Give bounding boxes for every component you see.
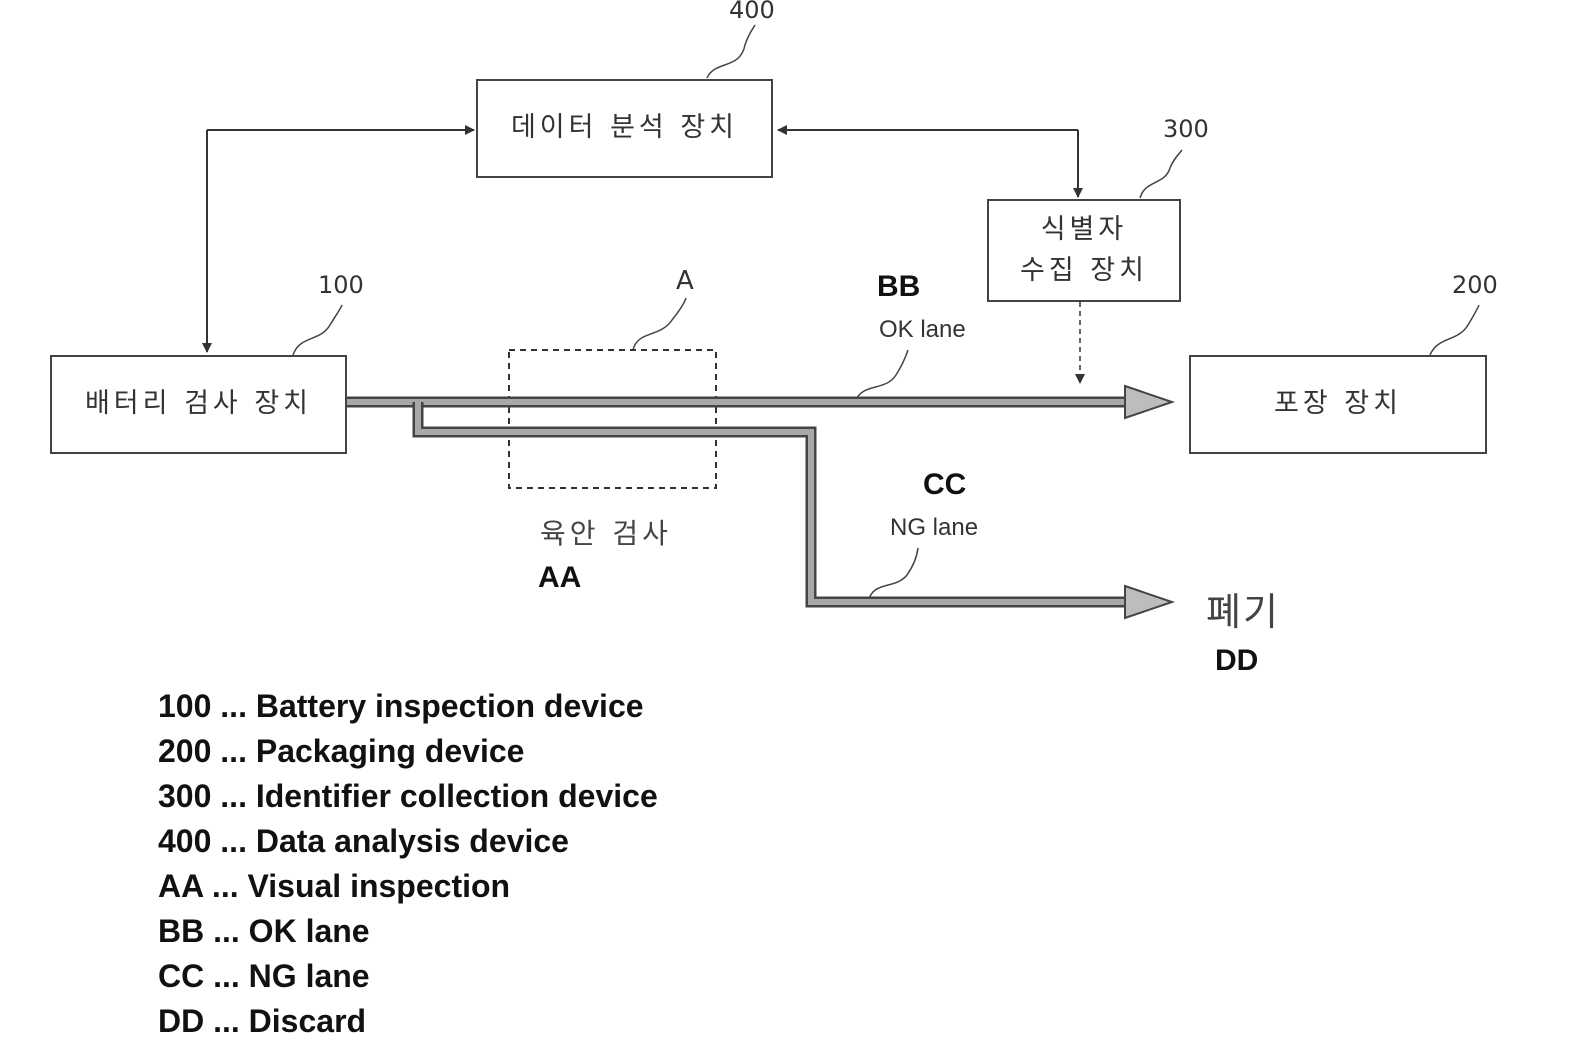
leader-400 — [707, 25, 755, 78]
ng-lane-code: CC — [923, 468, 966, 502]
ng-lane-label: NG lane — [890, 514, 978, 542]
leader-300 — [1140, 150, 1182, 198]
legend-item-aa: AA ... Visual inspection — [158, 864, 658, 909]
data-analysis-device-label: 데이터 분석 장치 — [511, 108, 738, 149]
ref-a: A — [676, 266, 694, 296]
identifier-collection-label-line2: 수집 장치 — [1020, 251, 1148, 292]
visual-inspection-label-ko: 육안 검사 — [540, 512, 672, 552]
data-analysis-device-box: 데이터 분석 장치 — [476, 79, 773, 178]
ng-lane-arrow-body — [418, 402, 1135, 602]
ok-lane-label: OK lane — [879, 316, 966, 344]
ok-lane-code: BB — [877, 270, 920, 304]
ref-200: 200 — [1452, 271, 1498, 299]
leader-100 — [293, 305, 342, 355]
ok-lane-arrow-head — [1125, 386, 1172, 418]
leader-ok-lane — [855, 350, 908, 402]
packaging-device-box: 포장 장치 — [1189, 355, 1487, 454]
legend-item-400: 400 ... Data analysis device — [158, 819, 658, 864]
ng-lane-arrow-head — [1125, 586, 1172, 618]
legend: 100 ... Battery inspection device 200 ..… — [158, 684, 658, 1044]
leader-ng-lane — [868, 548, 918, 602]
legend-item-cc: CC ... NG lane — [158, 954, 658, 999]
discard-code: DD — [1215, 644, 1258, 678]
visual-inspection-code: AA — [538, 561, 581, 595]
legend-item-bb: BB ... OK lane — [158, 909, 658, 954]
leader-200 — [1430, 305, 1479, 355]
discard-label-ko: 폐기 — [1206, 581, 1280, 636]
ref-300: 300 — [1163, 115, 1209, 143]
identifier-collection-device-box: 식별자 수집 장치 — [987, 199, 1181, 302]
battery-inspection-device-label: 배터리 검사 장치 — [85, 384, 312, 425]
leader-a — [633, 298, 686, 350]
packaging-device-label: 포장 장치 — [1274, 384, 1402, 425]
legend-item-100: 100 ... Battery inspection device — [158, 684, 658, 729]
region-a-box — [509, 350, 716, 488]
battery-inspection-device-box: 배터리 검사 장치 — [50, 355, 347, 454]
legend-item-300: 300 ... Identifier collection device — [158, 774, 658, 819]
legend-item-200: 200 ... Packaging device — [158, 729, 658, 774]
ref-100: 100 — [318, 271, 364, 299]
ref-400: 400 — [729, 0, 775, 24]
legend-item-dd: DD ... Discard — [158, 999, 658, 1044]
identifier-collection-label-line1: 식별자 — [1020, 210, 1148, 251]
